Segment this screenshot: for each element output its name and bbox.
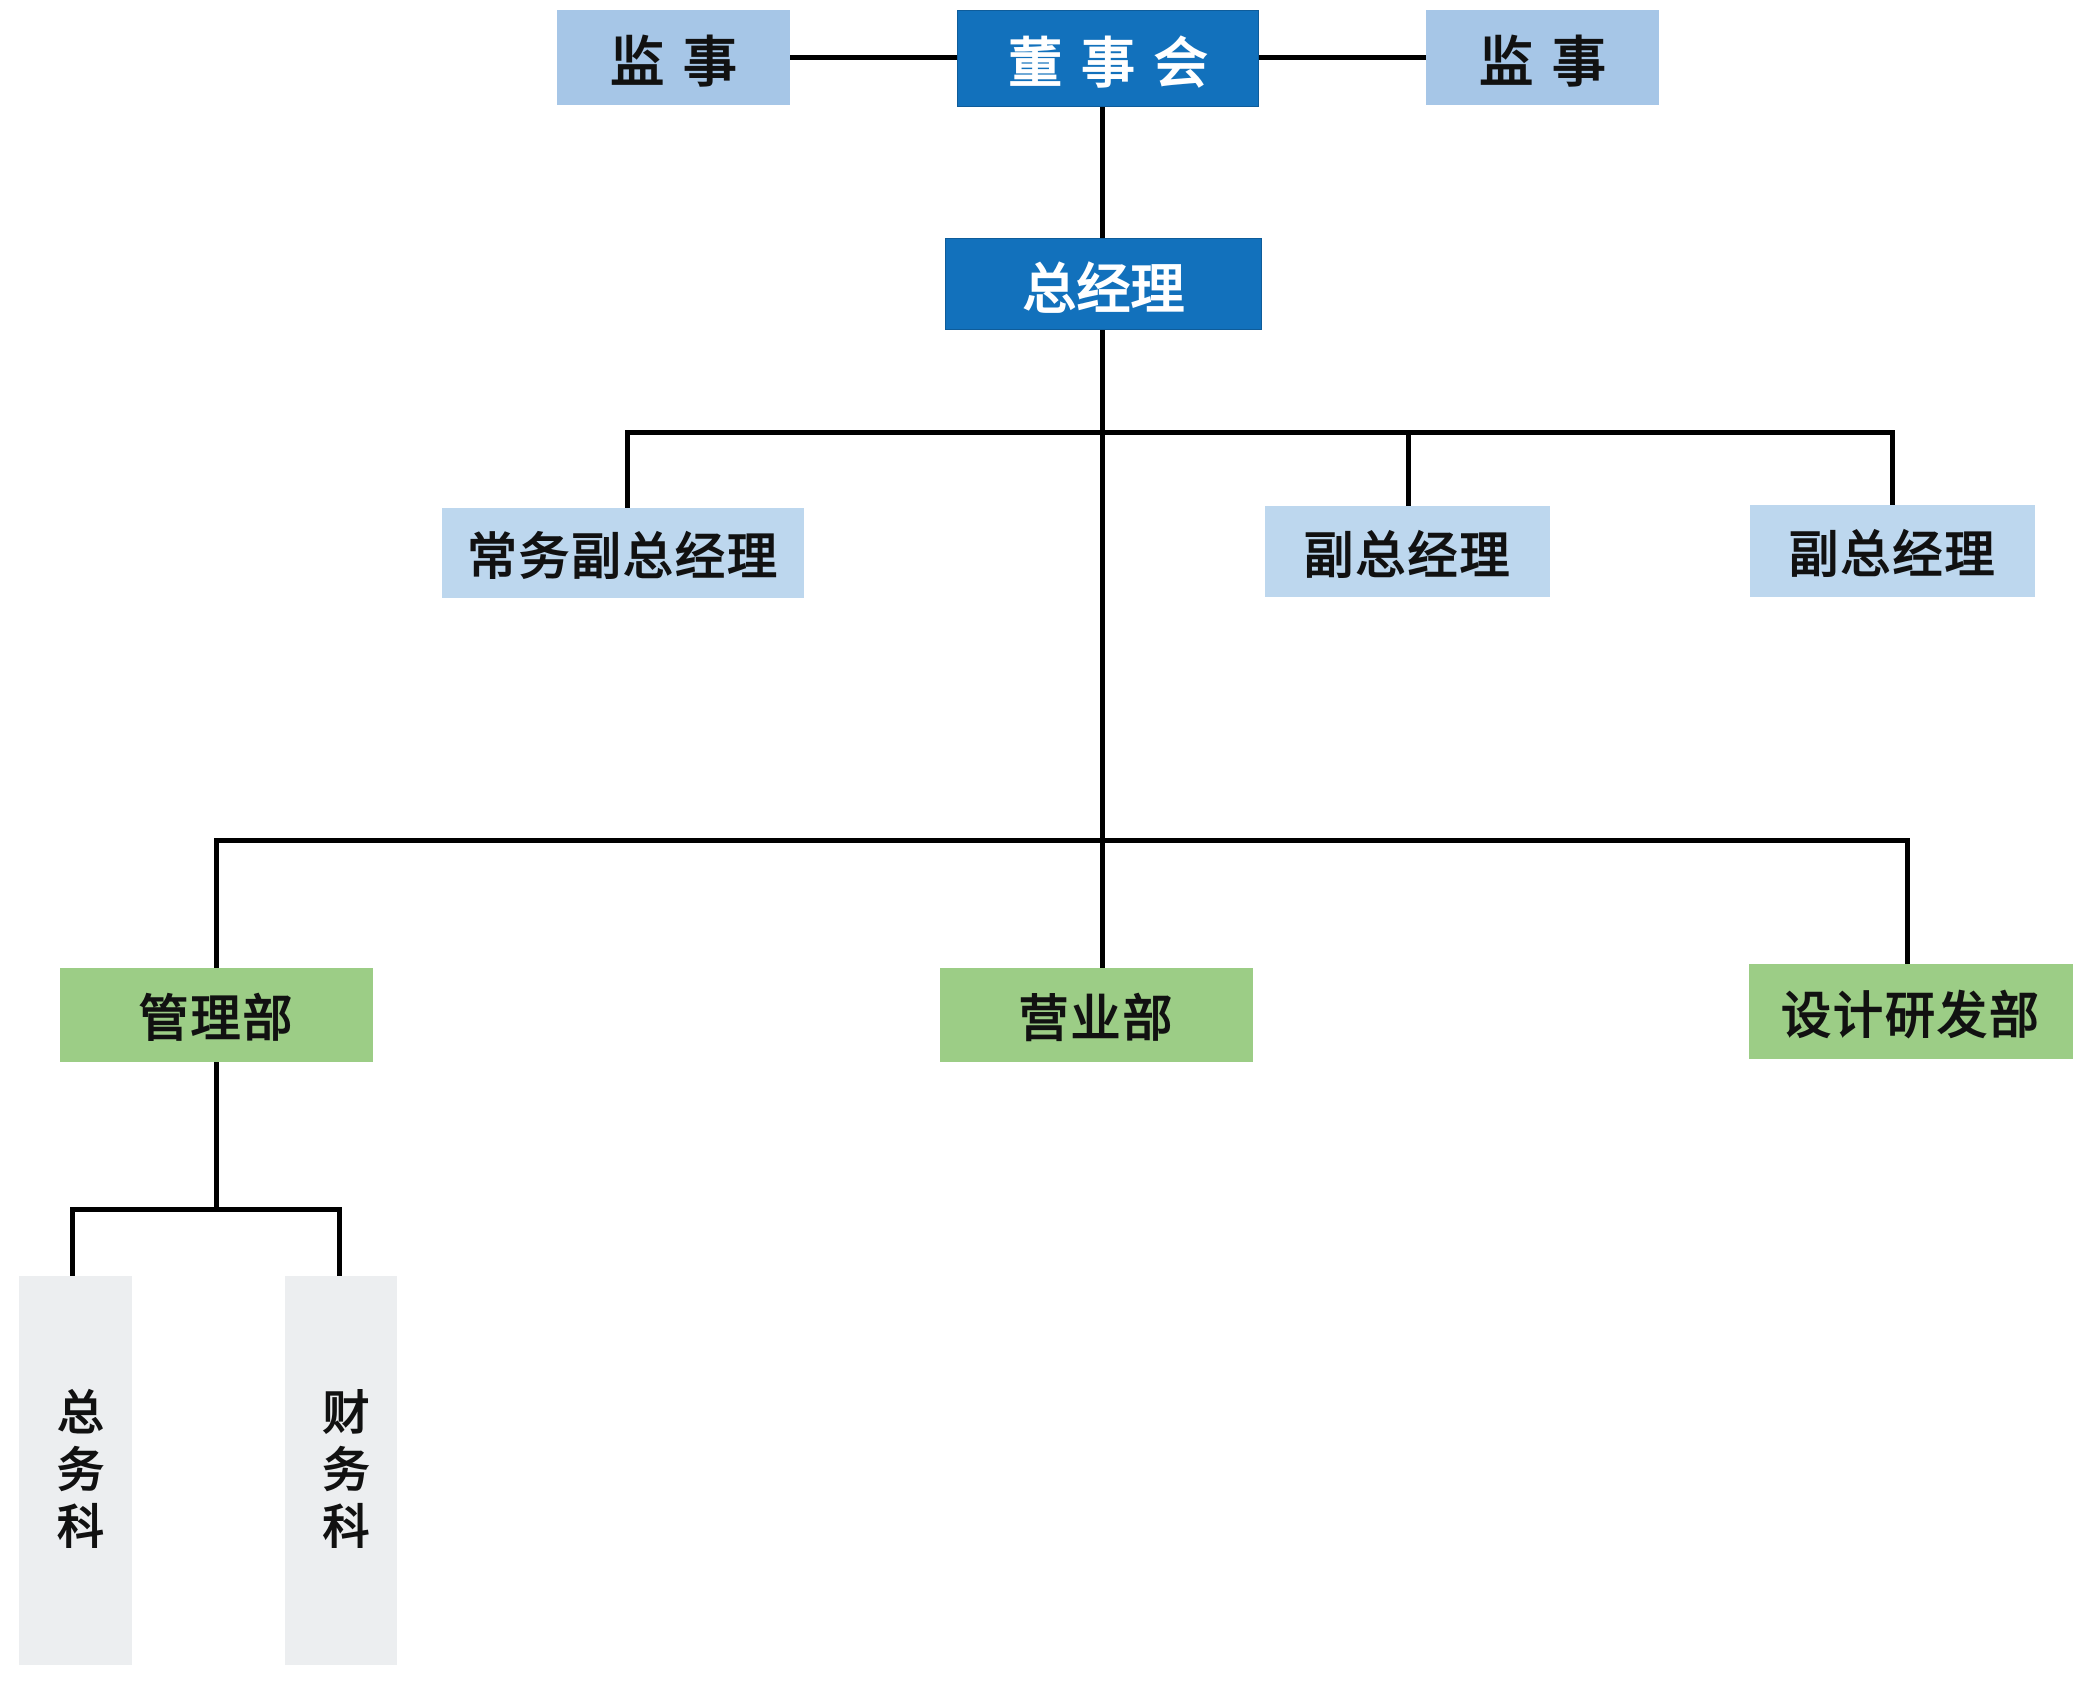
connector-branch3-drop-finance [337, 1207, 342, 1278]
connector-branch3-horizontal [70, 1207, 342, 1212]
node-finance-section: 财务科 [285, 1276, 397, 1665]
node-sales-department: 营业部 [940, 968, 1253, 1062]
connector-branch2-drop-design-rd-dept [1905, 838, 1910, 966]
connector-branch1-drop-exec-deputy-gm [625, 430, 630, 510]
node-management-department: 管理部 [60, 968, 373, 1062]
node-board-of-directors: 董 事 会 [957, 10, 1259, 107]
connector-branch1-drop-deputy-gm-1 [1406, 430, 1411, 508]
connector-branch1-horizontal [625, 430, 1895, 435]
connector-branch1-drop-deputy-gm-2 [1890, 430, 1895, 507]
connector-board-general-manager [1100, 103, 1105, 240]
node-general-affairs-section: 总务科 [19, 1276, 132, 1665]
connector-branch2-horizontal [214, 838, 1910, 843]
finance-vertical-label: 财务科 [313, 1388, 369, 1559]
connector-board-supervisor-right [1255, 55, 1428, 60]
general-affairs-vertical-label: 总务科 [48, 1388, 103, 1559]
connector-management-dept-trunk [214, 1060, 219, 1210]
node-supervisor-right: 监 事 [1426, 10, 1659, 105]
connector-branch2-drop-management-dept [214, 838, 219, 970]
connector-supervisor-left-board [788, 55, 959, 60]
connector-general-manager-trunk [1100, 326, 1105, 972]
node-general-manager: 总经理 [945, 238, 1262, 330]
node-executive-deputy-general-manager: 常务副总经理 [442, 508, 804, 598]
connector-branch3-drop-general-affairs [70, 1207, 75, 1278]
node-supervisor-left: 监 事 [557, 10, 790, 105]
node-design-rd-department: 设计研发部 [1749, 964, 2073, 1059]
node-deputy-general-manager-2: 副总经理 [1750, 505, 2035, 597]
node-deputy-general-manager-1: 副总经理 [1265, 506, 1550, 597]
